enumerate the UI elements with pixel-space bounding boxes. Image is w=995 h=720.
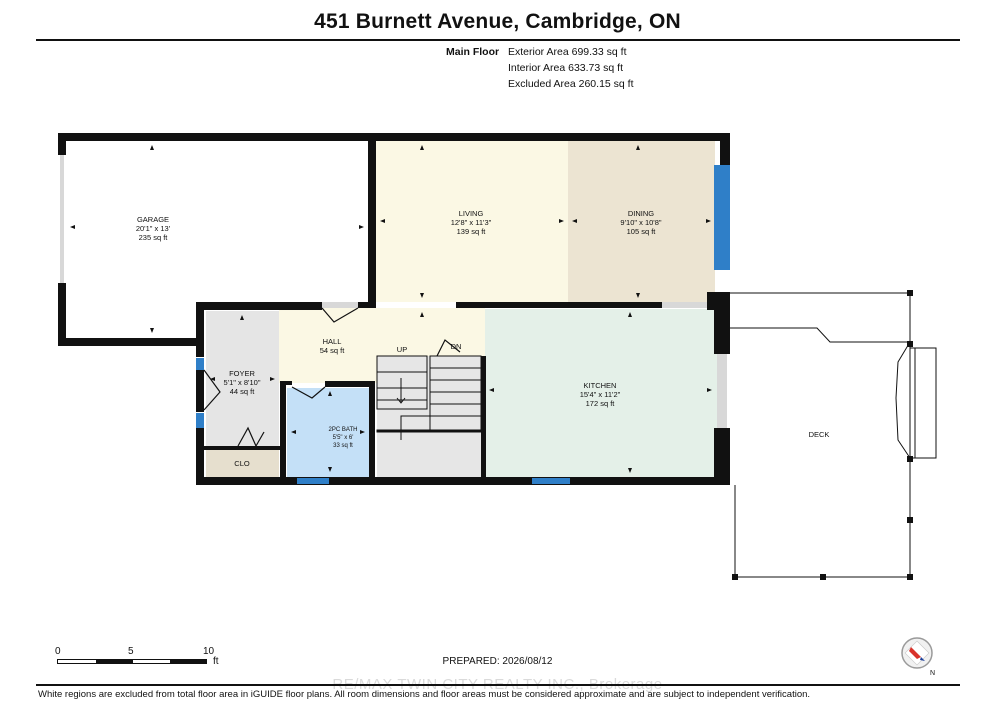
footer-disclaimer: White regions are excluded from total fl… [38, 689, 811, 700]
dining-name: DINING [628, 209, 654, 218]
foyer-fill [206, 311, 279, 449]
exterior-area: Exterior Area 699.33 sq ft [508, 46, 627, 58]
garage-dims: 20'1" x 13' [136, 224, 171, 233]
scale-tick-0: 0 [55, 646, 61, 657]
bath-dims: 5'5" x 6' [333, 435, 354, 441]
compass-north-label: N [930, 670, 935, 676]
dining-area: 105 sq ft [627, 227, 657, 236]
scale-bar: 0 5 10 ft [55, 646, 225, 676]
foyer-dims: 5'1" x 8'10" [224, 378, 261, 387]
excluded-area: Excluded Area 260.15 sq ft [508, 78, 634, 90]
interior-area: Interior Area 633.73 sq ft [508, 62, 623, 74]
bath-name: 2PC BATH [329, 427, 358, 433]
header-rule [36, 39, 960, 41]
hall-area: 54 sq ft [320, 346, 346, 355]
living-area: 139 sq ft [457, 227, 487, 236]
deck-posts [732, 290, 913, 580]
dimension-arrows [70, 145, 712, 473]
closet-name: CLO [234, 459, 250, 468]
footer-rule [36, 684, 960, 686]
walls [58, 133, 730, 485]
closet-fill [206, 449, 279, 477]
garage-name: GARAGE [137, 215, 169, 224]
kitchen-name: KITCHEN [584, 381, 617, 390]
stair-down-label: DN [451, 342, 462, 351]
deck-name: DECK [809, 430, 830, 439]
hall-name: HALL [323, 337, 342, 346]
foyer-area: 44 sq ft [230, 387, 256, 396]
compass-icon: N [901, 637, 935, 676]
doors [203, 307, 461, 447]
deck [730, 292, 937, 578]
bath-fill [287, 388, 369, 477]
scale-unit: ft [213, 656, 219, 667]
floor-label: Main Floor [446, 46, 500, 58]
living-name: LIVING [459, 209, 484, 218]
kitchen-dims: 15'4" x 11'2" [580, 390, 621, 399]
windows [60, 155, 730, 484]
dining-fill [568, 141, 715, 302]
stairs [376, 355, 482, 440]
foyer-name: FOYER [229, 369, 255, 378]
living-fill [376, 141, 568, 302]
dining-dims: 9'10" x 10'8" [620, 218, 661, 227]
scale-tick-10: 10 [203, 646, 215, 657]
scale-tick-5: 5 [128, 646, 134, 657]
page-title: 451 Burnett Avenue, Cambridge, ON [314, 10, 681, 33]
garage-area: 235 sq ft [139, 233, 169, 242]
bath-area: 33 sq ft [333, 443, 353, 449]
living-dims: 12'8" x 11'3" [451, 218, 492, 227]
kitchen-fill [485, 309, 717, 477]
prepared-date: PREPARED: 2026/08/12 [442, 656, 553, 667]
stair-up-label: UP [397, 345, 407, 354]
kitchen-area: 172 sq ft [586, 399, 616, 408]
